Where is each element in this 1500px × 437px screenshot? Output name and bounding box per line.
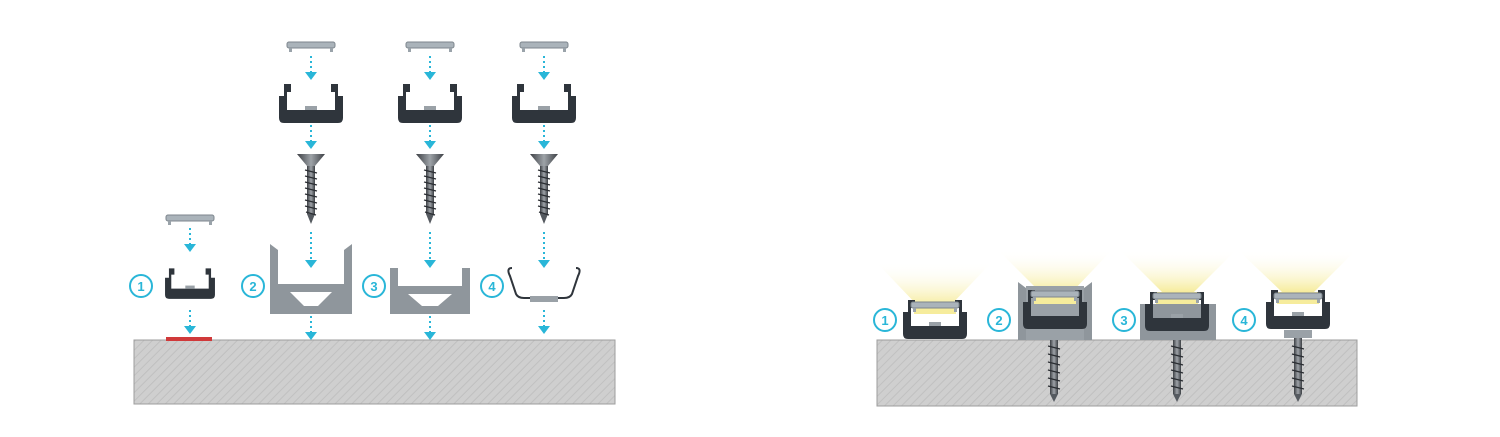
- svg-text:4: 4: [488, 279, 496, 294]
- svg-text:3: 3: [370, 279, 377, 294]
- arrow-down-icon: [183, 309, 197, 335]
- screw-icon: [529, 153, 559, 225]
- arrow-down-icon: [183, 227, 197, 253]
- number-badge-left-3: 3: [362, 274, 386, 298]
- arrow-down-icon: [423, 55, 437, 81]
- led-cover: [405, 41, 455, 53]
- aluminium-profile: [398, 84, 462, 123]
- number-badge-right-4: 4: [1232, 308, 1256, 332]
- screw-icon: [296, 153, 326, 225]
- number-badge-left-4: 4: [480, 274, 504, 298]
- left-mount-4: [507, 41, 581, 335]
- svg-text:3: 3: [1120, 313, 1127, 328]
- aluminium-profile: [279, 84, 343, 123]
- right-mount-4: [1266, 290, 1330, 338]
- right-mount-3: [1140, 292, 1216, 340]
- arrow-down-icon: [423, 231, 437, 269]
- arrow-down-icon: [537, 124, 551, 150]
- svg-text:2: 2: [249, 279, 256, 294]
- arrow-down-icon: [304, 315, 318, 341]
- spring-clip-plate: [530, 296, 558, 302]
- arrow-down-icon: [423, 124, 437, 150]
- aluminium-profile: [512, 84, 576, 123]
- light-beam: [998, 250, 1112, 292]
- adhesive-strip: [166, 337, 212, 341]
- led-cover: [165, 214, 215, 226]
- arrow-down-icon: [304, 231, 318, 269]
- right-mount-2: [1018, 282, 1092, 340]
- right-panel: 1 2 3 4: [873, 250, 1358, 407]
- number-badge-left-1: 1: [129, 274, 153, 298]
- light-beam: [1120, 250, 1236, 292]
- embedded-screw-2: [1047, 336, 1061, 402]
- mounting-clip-deep: [270, 244, 352, 314]
- screw-icon: [415, 153, 445, 225]
- spring-clip-plate: [1284, 330, 1312, 338]
- arrow-down-icon: [304, 124, 318, 150]
- mounting-clip-deep: [1018, 282, 1092, 340]
- number-badge-right-1: 1: [873, 308, 897, 332]
- right-mount-1: [903, 300, 967, 339]
- arrow-down-icon: [537, 231, 551, 269]
- left-mount-3: [390, 41, 470, 341]
- arrow-down-icon: [537, 55, 551, 81]
- led-cover: [286, 41, 336, 53]
- svg-text:4: 4: [1240, 313, 1248, 328]
- number-badge-right-3: 3: [1112, 308, 1136, 332]
- number-badge-left-2: 2: [241, 274, 265, 298]
- aluminium-profile: [165, 268, 215, 299]
- svg-text:2: 2: [995, 313, 1002, 328]
- left-mount-2: [270, 41, 352, 341]
- left-panel: 1 2 3 4: [129, 41, 616, 405]
- light-beam: [876, 262, 992, 306]
- embedded-screw-3: [1170, 336, 1184, 402]
- mounting-clip-flat: [390, 268, 470, 314]
- light-beam: [1238, 250, 1356, 292]
- arrow-down-icon: [304, 55, 318, 81]
- svg-text:1: 1: [881, 313, 888, 328]
- led-cover: [519, 41, 569, 53]
- arrow-down-icon: [537, 309, 551, 335]
- mounting-surface-right: [876, 339, 1358, 407]
- number-badge-right-2: 2: [987, 308, 1011, 332]
- mounting-clip-spring: [507, 267, 581, 299]
- arrow-down-icon: [423, 315, 437, 341]
- embedded-screw-4: [1291, 336, 1305, 402]
- mounting-surface-left: [133, 339, 616, 405]
- left-mount-1: [165, 214, 215, 335]
- svg-text:1: 1: [137, 279, 144, 294]
